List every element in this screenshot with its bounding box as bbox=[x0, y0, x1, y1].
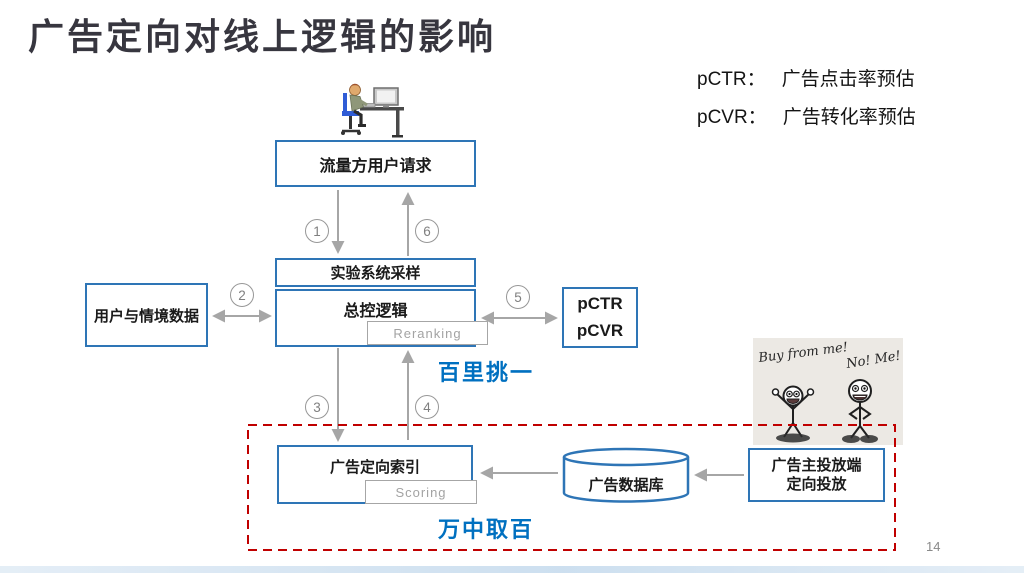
step-circle-6: 6 bbox=[415, 219, 439, 243]
user-at-computer-clipart bbox=[341, 83, 404, 138]
legend-definition: 广告点击率预估 bbox=[781, 69, 915, 90]
targeting-region-dashed-border bbox=[247, 424, 896, 551]
step-circle-2: 2 bbox=[230, 283, 254, 307]
legend-term: pCTR： bbox=[697, 69, 766, 90]
page-number: 14 bbox=[926, 539, 941, 554]
advertiser-label-line1: 广告主投放端 bbox=[771, 456, 862, 474]
node-scoring: Scoring bbox=[365, 480, 477, 504]
node-experiment-sampling: 实验系统采样 bbox=[275, 258, 476, 287]
annotation-pick-hundred-in-ten-thousand: 万中取百 bbox=[438, 517, 535, 542]
step-circle-4: 4 bbox=[415, 395, 439, 419]
legend-term: pCVR： bbox=[697, 107, 767, 128]
step-circle-3: 3 bbox=[305, 395, 329, 419]
page-title: 广告定向对线上逻辑的影响 bbox=[28, 16, 497, 57]
node-ad-database: 广告数据库 bbox=[588, 477, 664, 494]
legend-item-pcvr: pCVR： 广告转化率预估 bbox=[697, 102, 916, 129]
legend: pCTR： 广告点击率预估 pCVR： 广告转化率预估 bbox=[697, 64, 916, 140]
node-pctr-pcvr: pCTR pCVR bbox=[562, 287, 638, 348]
annotation-pick-one-in-hundred: 百里挑一 bbox=[438, 360, 535, 385]
stick-figures-sketch: Buy from me! No! Me! bbox=[753, 338, 903, 445]
advertiser-label-line2: 定向投放 bbox=[786, 476, 847, 493]
step-circle-1: 1 bbox=[305, 219, 329, 243]
node-user-context-data: 用户与情境数据 bbox=[85, 283, 208, 347]
node-reranking: Reranking bbox=[367, 321, 488, 345]
node-advertiser: 广告主投放端 定向投放 bbox=[748, 448, 885, 502]
stick-figure-right bbox=[842, 379, 878, 443]
legend-item-pctr: pCTR： 广告点击率预估 bbox=[697, 64, 916, 91]
bottom-accent-bar bbox=[0, 566, 1024, 573]
pcvr-label: pCVR bbox=[576, 320, 624, 340]
node-traffic-request: 流量方用户请求 bbox=[275, 140, 476, 187]
step-circle-5: 5 bbox=[506, 285, 530, 309]
ad-database-cylinder-icon bbox=[562, 447, 690, 503]
legend-definition: 广告转化率预估 bbox=[782, 107, 916, 128]
pctr-label: pCTR bbox=[577, 294, 623, 314]
